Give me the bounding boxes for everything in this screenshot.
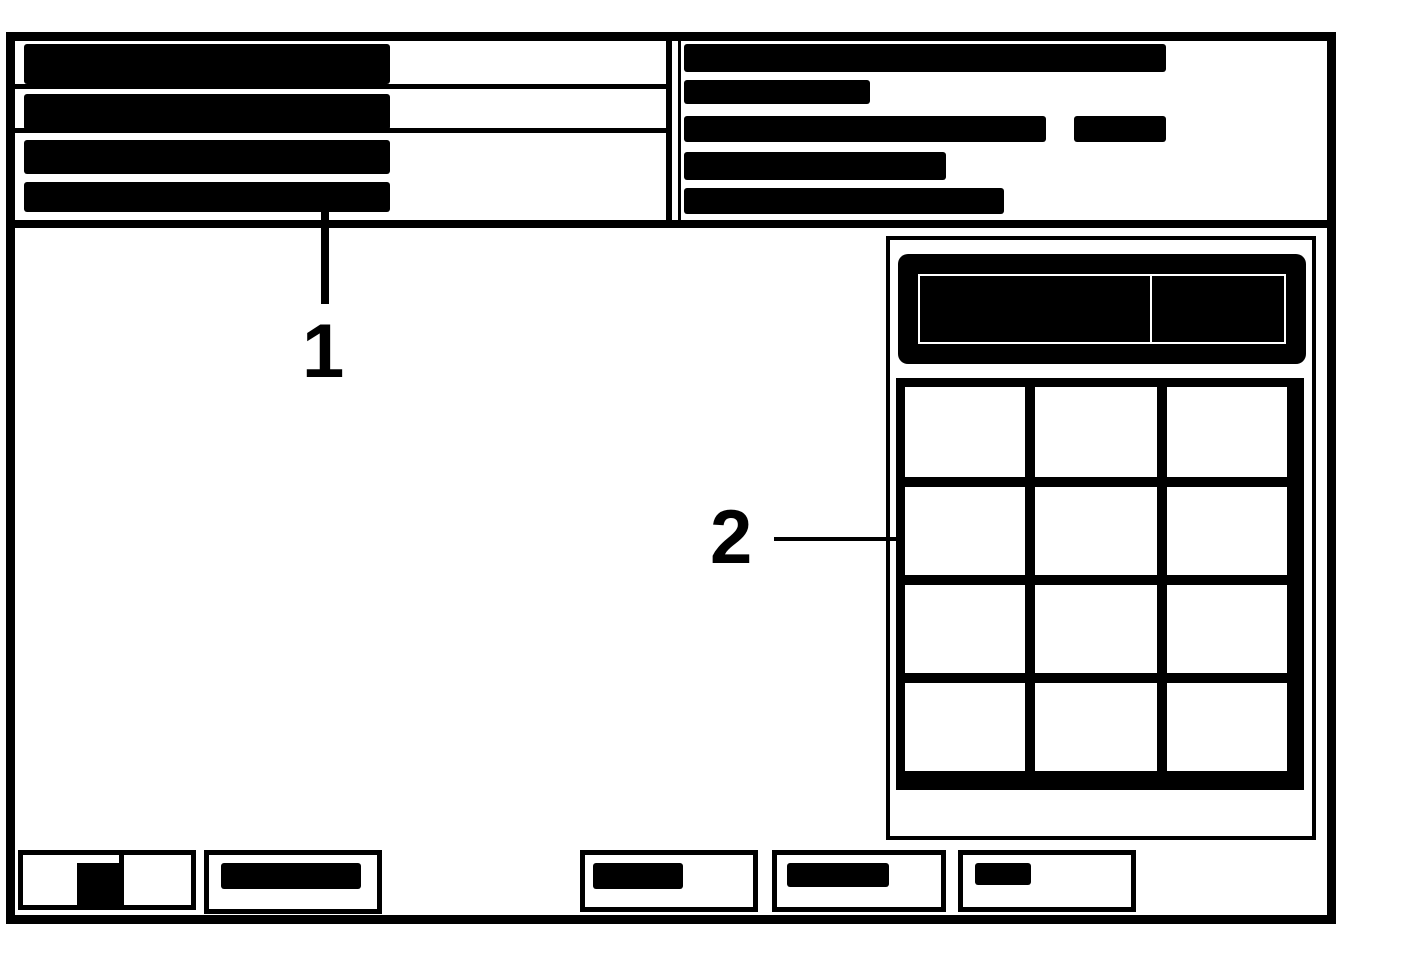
status-line-1: [684, 44, 1166, 72]
keypad-key[interactable]: [1167, 585, 1287, 673]
callout-2-leader-line: [774, 537, 964, 541]
callout-1-leader-line: [321, 208, 329, 304]
keypad-key[interactable]: [1167, 487, 1287, 575]
header-center-divider: [666, 41, 672, 223]
header-field-4: [24, 182, 390, 212]
keypad-key[interactable]: [1035, 585, 1157, 673]
status-line-2: [684, 80, 870, 104]
keypad-key[interactable]: [1035, 487, 1157, 575]
softkey-3[interactable]: [772, 850, 946, 912]
keypad-key[interactable]: [905, 585, 1025, 673]
keypad-display: [898, 254, 1306, 364]
keypad-key[interactable]: [1035, 387, 1157, 477]
status-line-4: [684, 152, 946, 180]
keypad-key[interactable]: [1167, 683, 1287, 771]
softkey-1[interactable]: [204, 850, 382, 914]
header-divider: [15, 220, 1327, 228]
status-line-3: [684, 116, 1046, 142]
keypad-display-separator: [1150, 274, 1152, 344]
softkey-3-label: [787, 863, 889, 887]
softkey-1-label: [221, 863, 361, 889]
left-arrow-icon: [87, 865, 111, 903]
softkey-2[interactable]: [580, 850, 758, 912]
softkey-4[interactable]: [958, 850, 1136, 912]
keypad-key[interactable]: [1167, 387, 1287, 477]
status-line-3-value: [1074, 116, 1166, 142]
back-softkey[interactable]: [18, 850, 196, 910]
keypad-display-window: [918, 274, 1286, 344]
softkey-4-label: [975, 863, 1031, 885]
softkey-2-label: [593, 863, 683, 889]
callout-1-label: 1: [302, 309, 345, 394]
status-line-5: [684, 188, 1004, 214]
keypad-key[interactable]: [1035, 683, 1157, 771]
callout-2-label: 2: [710, 495, 753, 580]
header-field-2-underline: [15, 128, 669, 133]
header-center-divider-inner: [678, 41, 681, 223]
header-field-2: [24, 94, 390, 130]
header-field-1: [24, 44, 390, 84]
header-field-1-underline: [15, 84, 669, 89]
keypad-key[interactable]: [905, 683, 1025, 771]
keypad-grid: [896, 378, 1304, 790]
header-field-3: [24, 140, 390, 174]
back-softkey-divider: [119, 855, 124, 905]
keypad-key[interactable]: [905, 387, 1025, 477]
screen-frame: [6, 32, 1336, 924]
keypad-key[interactable]: [905, 487, 1025, 575]
keypad-panel: [886, 236, 1316, 840]
